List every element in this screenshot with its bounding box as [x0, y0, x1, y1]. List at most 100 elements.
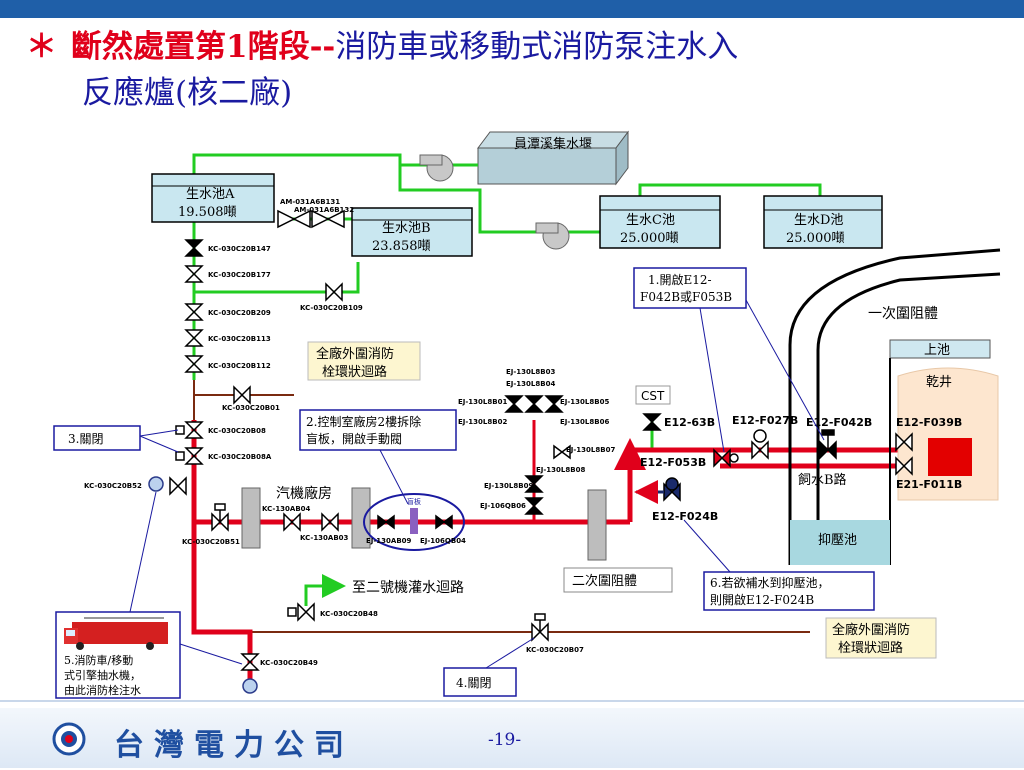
suppression-pool-label: 抑壓池: [818, 533, 857, 548]
tag-kc51: KC-030C20B51: [182, 538, 240, 546]
valve-ef024-icon[interactable]: [663, 477, 681, 502]
tag-kc52: KC-030C20B52: [84, 482, 142, 490]
tag-kc109: KC-030C20B109: [300, 304, 363, 312]
valve-kc01-icon[interactable]: [233, 385, 251, 405]
tag-am2: AM-031A6B132: [294, 206, 354, 214]
valve-ef042-icon[interactable]: [819, 429, 837, 460]
tag-kc49: KC-030C20B49: [260, 659, 318, 667]
valve-kc209-icon[interactable]: [184, 303, 204, 321]
hydrant-kc49-icon[interactable]: [242, 678, 258, 694]
page-number: -19-: [488, 730, 522, 750]
title-red-part: 斷然處置第1階段--: [71, 29, 336, 65]
blind-flange-ellipse: [363, 493, 465, 551]
tag-ej01: EJ-130L8B01: [458, 398, 507, 406]
loop-bottom-box: 全廠外圍消防 栓環狀迴路: [825, 617, 937, 659]
tag-e1263: E12-63B: [664, 416, 715, 429]
company-name: 台灣電力公司: [114, 728, 354, 763]
upper-pool-label: 上池: [924, 343, 950, 358]
valve-kc130ab04-icon[interactable]: [283, 512, 301, 532]
tank-a-name: 生水池A: [186, 187, 235, 202]
valve-kc109-icon[interactable]: [325, 282, 343, 302]
e12-tags: E12-63B E12-F027B E12-F042B E12-F039B E1…: [640, 414, 962, 523]
valve-kc08a-icon[interactable]: [175, 447, 204, 465]
step5-box: 5.消防車/移動 式引擎抽水機， 由此消防栓注水: [55, 491, 243, 699]
tag-am1: AM-031A6B131: [280, 198, 340, 206]
valve-kc51-icon[interactable]: [211, 503, 229, 532]
valve-e1263-icon[interactable]: [642, 413, 662, 431]
valve-ef053-icon[interactable]: [713, 448, 739, 468]
tank-d-value: 25.000噸: [786, 231, 845, 246]
secondary-containment-label: 二次圍阻體: [572, 573, 637, 589]
tag-ej05: EJ-130L8B05: [560, 398, 609, 406]
pump-2-icon: [535, 222, 570, 250]
tag-kc48: KC-030C20B48: [320, 610, 378, 618]
hydrant-kc52-icon[interactable]: [148, 476, 164, 492]
tag-kc01: KC-030C20B01: [222, 404, 280, 412]
tag-ej06: EJ-130L8B06: [560, 418, 609, 426]
valve-kc48-icon[interactable]: [287, 602, 315, 622]
tank-c-value: 25.000噸: [620, 231, 679, 246]
tag-kc130ab04: KC-130AB04: [262, 505, 311, 513]
step6-line1: 6.若欲補水到抑壓池，: [710, 575, 829, 590]
valve-kc130ab03-icon[interactable]: [321, 512, 339, 532]
slide-title: ＊斷然處置第1階段--消防車或移動式消防泵注水入 反應爐(核二廠): [26, 24, 1006, 116]
step1-line2: F042B或F053B: [640, 290, 732, 304]
valve-kc113-icon[interactable]: [184, 329, 204, 347]
valve-ef027-icon[interactable]: [751, 429, 769, 460]
valve-kc52-icon[interactable]: [169, 476, 187, 496]
step2-line2: 盲板，開啟手動閥: [306, 431, 402, 446]
step2-box: 2.控制室廠房2樓拆除 盲板，開啟手動閥: [299, 409, 457, 505]
turbine-walls: [241, 487, 607, 561]
weir-label: 員潭溪集水堰: [514, 136, 592, 152]
weir-box: 員潭溪集水堰: [477, 130, 629, 186]
title-line2: 反應爐(核二廠): [82, 75, 293, 111]
tag-ej04: EJ-130L8B04: [506, 380, 555, 388]
secondary-containment-box: 二次圍阻體: [563, 567, 673, 593]
tag-ej08: EJ-130L8B08: [536, 466, 585, 474]
tag-kc209: KC-030C20B209: [208, 309, 271, 317]
tag-ej03: EJ-130L8B03: [506, 368, 555, 376]
tank-b-name: 生水池B: [382, 221, 431, 236]
valve-am2-icon[interactable]: [311, 209, 345, 229]
valve-kc49-icon[interactable]: [240, 653, 260, 671]
tag-ef039: E12-F039B: [896, 416, 962, 429]
drywell-label: 乾井: [926, 375, 952, 390]
valve-ej-cluster-icon[interactable]: [504, 395, 571, 515]
fire-truck-icon: [64, 617, 168, 650]
valve-kc177-icon[interactable]: [184, 265, 204, 283]
tag-ej02: EJ-130L8B02: [458, 418, 507, 426]
tag-ef024: E12-F024B: [652, 510, 718, 523]
loop-top-line2: 栓環狀迴路: [322, 364, 387, 380]
tag-kc177: KC-030C20B177: [208, 271, 271, 279]
step5-line1: 5.消防車/移動: [64, 653, 133, 667]
valve-am1-icon[interactable]: [277, 209, 311, 229]
loop-bottom-line1: 全廠外圍消防: [832, 622, 910, 638]
cst-label: CST: [635, 385, 671, 405]
valve-kc112-icon[interactable]: [184, 355, 204, 373]
footer-band: 台灣電力公司 -19-: [0, 708, 1024, 768]
step4-box: 4.關閉: [443, 637, 535, 697]
blind-flange-icon: [410, 508, 418, 534]
step3-text: 3.關閉: [68, 432, 103, 446]
valve-kc07-icon[interactable]: [531, 613, 549, 642]
step1-box: 1.開啟E12- F042B或F053B: [633, 267, 825, 453]
valve-ef011-icon[interactable]: [895, 456, 913, 476]
tag-kc112: KC-030C20B112: [208, 362, 271, 370]
valve-kc147-icon[interactable]: [184, 239, 204, 257]
valve-ej106qb04-icon[interactable]: [435, 514, 453, 530]
tag-ej09: EJ-130L8B09: [484, 482, 533, 490]
tag-ef011: E21-F011B: [896, 478, 962, 491]
step2-line1: 2.控制室廠房2樓拆除: [306, 414, 421, 429]
tag-kc113: KC-030C20B113: [208, 335, 271, 343]
primary-containment-label: 一次圍阻體: [868, 306, 938, 322]
valve-ej130ab09-icon[interactable]: [377, 514, 395, 530]
valve-ef039-icon[interactable]: [895, 432, 913, 452]
pump-1-icon: [419, 154, 454, 182]
tag-kc147: KC-030C20B147: [208, 245, 271, 253]
blind-flange-label: 盲板: [407, 497, 421, 506]
footer: 台灣電力公司 -19-: [0, 700, 1024, 770]
title-rest: 消防車或移動式消防泵注水入: [335, 29, 739, 65]
valve-kc08-icon[interactable]: [175, 421, 204, 439]
loop-top-box: 全廠外圍消防 栓環狀迴路: [307, 341, 421, 381]
